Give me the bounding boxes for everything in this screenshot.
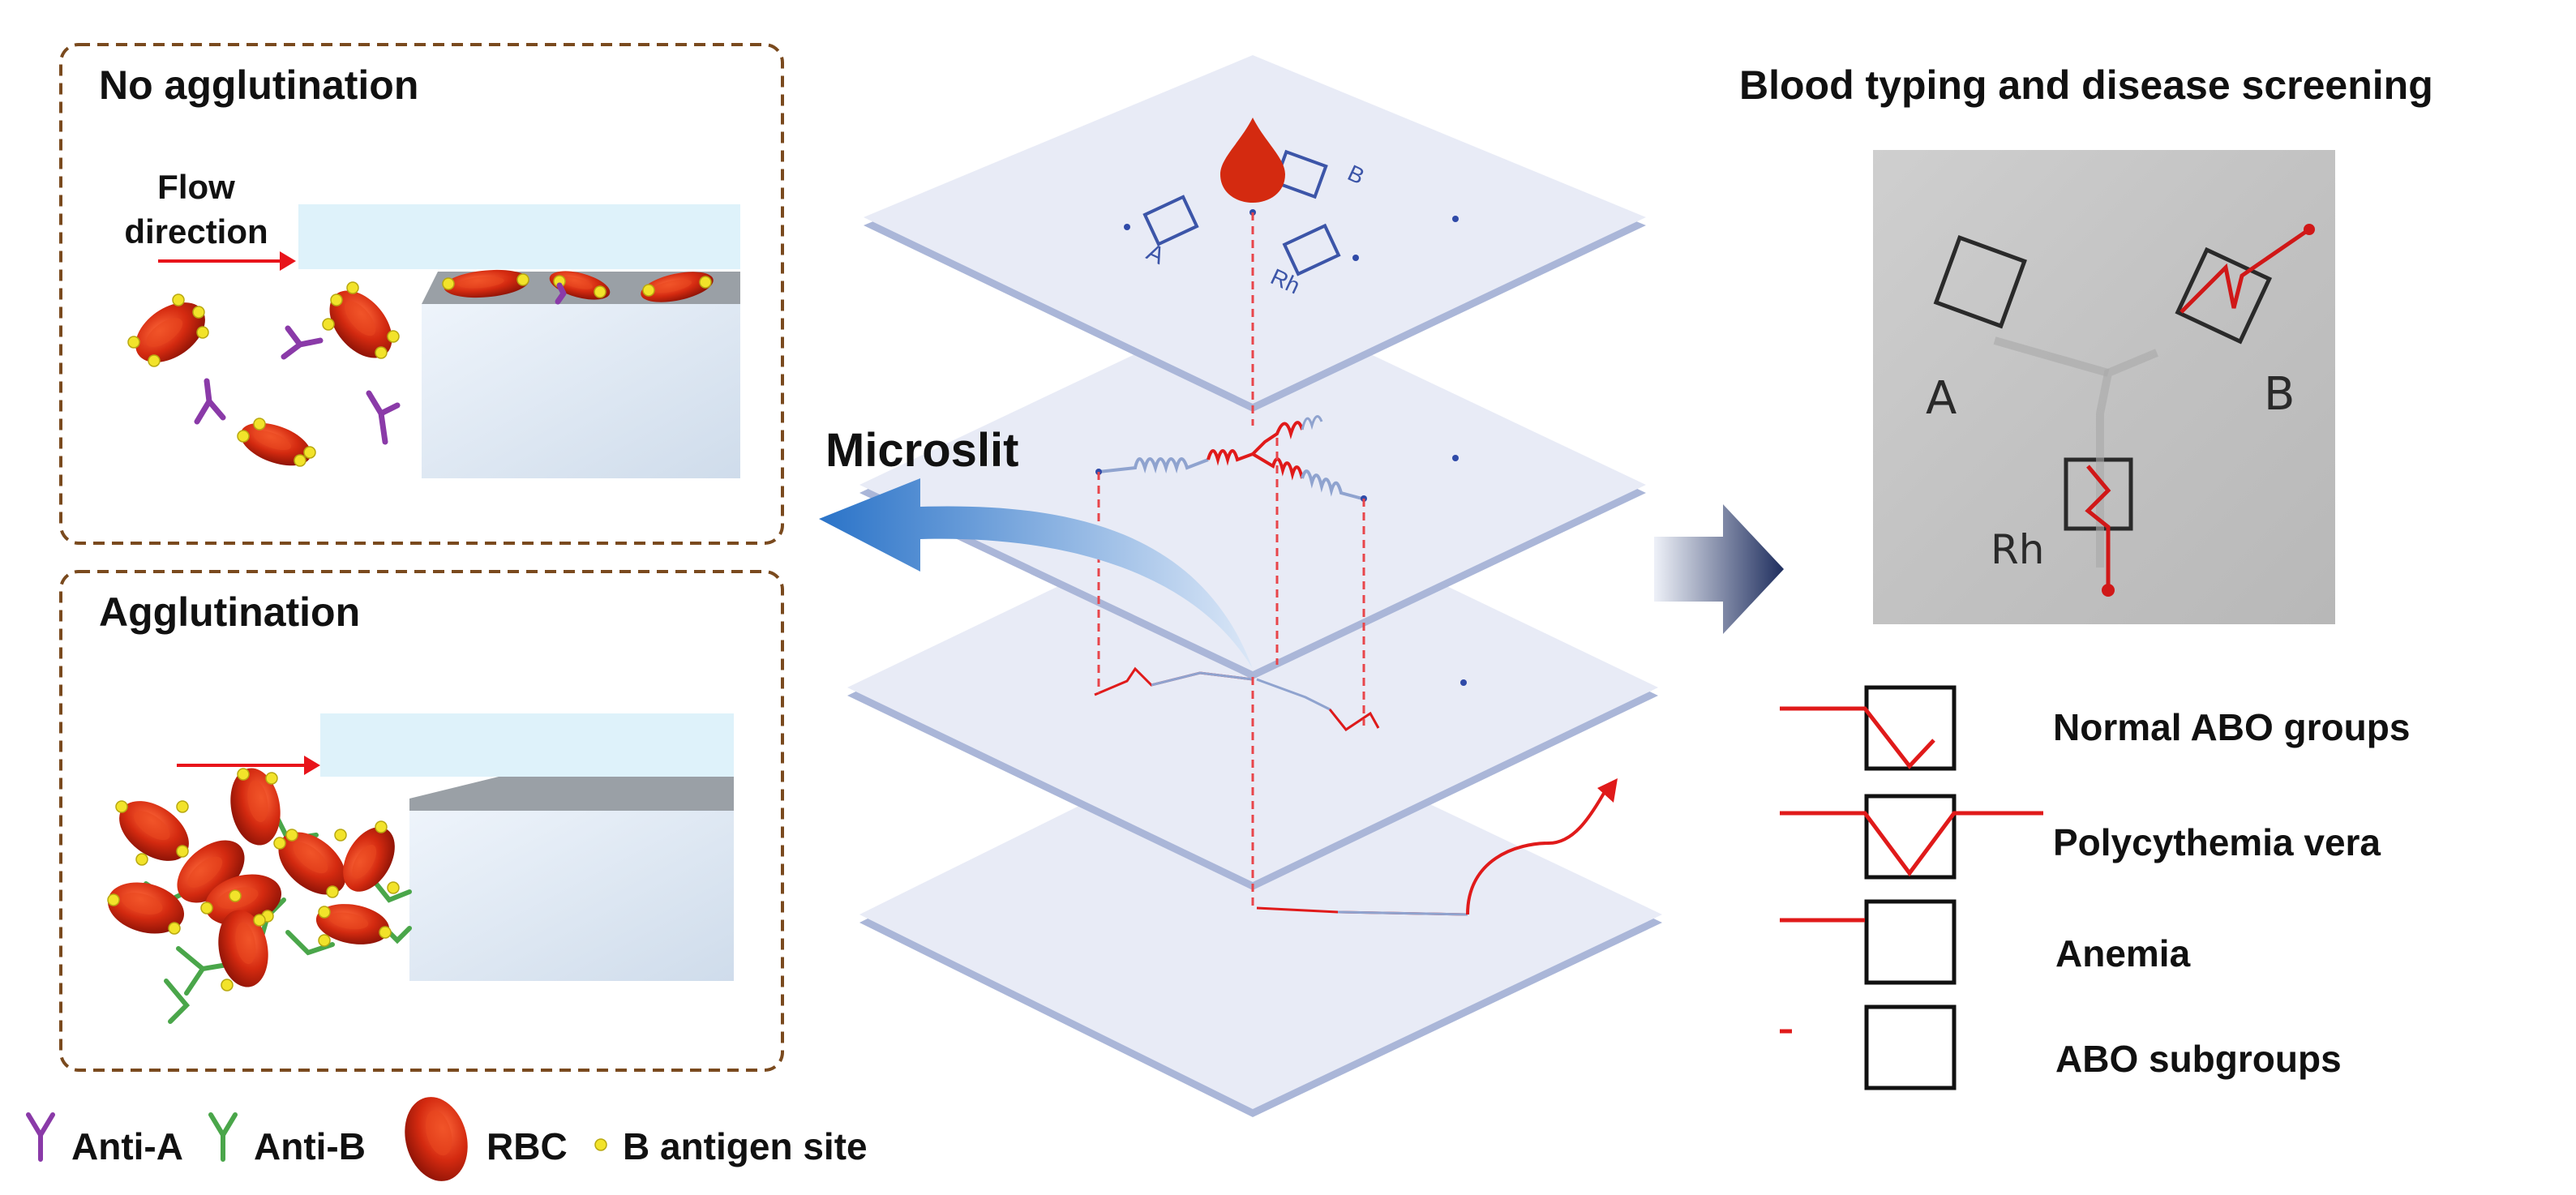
legend-rbc: RBC (486, 1125, 568, 1167)
layer-2 (859, 298, 1646, 679)
legend-anti-a: Anti-A (71, 1125, 183, 1167)
rbc-icon (396, 1090, 477, 1189)
result-label-polycythemia: Polycythemia vera (2053, 821, 2381, 863)
antigen-dot-icon (594, 1138, 607, 1151)
anti-a-icon (26, 1112, 55, 1162)
photo-label-b: B (2264, 368, 2295, 421)
agglutination-panel: Agglutination (59, 570, 784, 1072)
layered-chip: A B Rh Microslit (819, 55, 1662, 1117)
result-abo-subgroups: ABO subgroups (1780, 1004, 2342, 1090)
photo-label-rh: Rh (1991, 526, 2044, 573)
rbc-cell (234, 414, 317, 474)
result-polycythemia: Polycythemia vera (1780, 794, 2381, 880)
result-normal: Normal ABO groups (1780, 685, 2410, 771)
legend-anti-b: Anti-B (254, 1125, 366, 1167)
microslit-label: Microslit (825, 424, 1019, 477)
result-label-abo-subgroups: ABO subgroups (2055, 1038, 2342, 1080)
result-label-normal: Normal ABO groups (2053, 706, 2410, 748)
agglutination-title: Agglutination (99, 589, 360, 635)
blood-drop-icon (1220, 118, 1285, 203)
flow-arrow (158, 251, 296, 271)
anti-b-icon (208, 1112, 238, 1162)
flow-arrow (177, 756, 320, 775)
flow-label-line1: Flow (157, 168, 235, 206)
blood-typing-section: Blood typing and disease screening A B R… (1739, 62, 2433, 1090)
no-agglutination-panel: No agglutination Flow direction (59, 43, 784, 545)
result-photo: A B Rh (1873, 150, 2335, 624)
microslit-blocks (320, 713, 734, 981)
layer-1: A B Rh (864, 55, 1646, 412)
right-title: Blood typing and disease screening (1739, 62, 2433, 108)
legend-b-antigen: B antigen site (623, 1125, 868, 1167)
photo-label-a: A (1926, 372, 1957, 425)
layer-4 (859, 720, 1662, 1117)
rbc-cluster (101, 764, 405, 992)
no-agglutination-title: No agglutination (99, 62, 418, 108)
anti-a-antibody (194, 282, 567, 445)
result-label-anemia: Anemia (2055, 932, 2191, 974)
flow-label-line2: direction (124, 212, 268, 251)
result-anemia: Anemia (1780, 899, 2191, 985)
blue-curved-arrow-icon (819, 478, 1253, 669)
navy-arrow-icon (1654, 504, 1784, 634)
legend: Anti-A Anti-B RBC B antigen site (26, 1090, 868, 1189)
